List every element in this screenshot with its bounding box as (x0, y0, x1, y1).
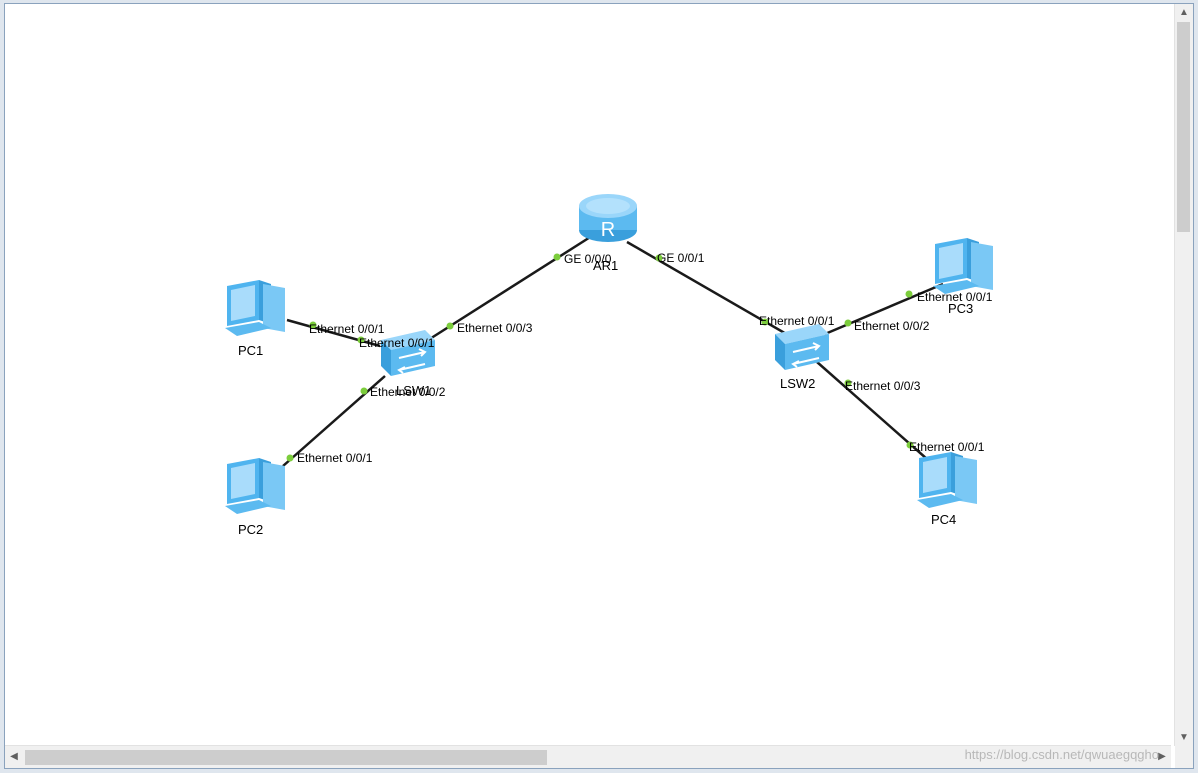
port-label-lsw1-e003: Ethernet 0/0/3 (457, 321, 533, 335)
svg-text:R: R (601, 219, 615, 241)
port-dot (446, 322, 454, 330)
device-label-pc2[interactable]: PC2 (238, 522, 264, 537)
device-label-lsw2[interactable]: LSW2 (780, 376, 816, 391)
device-label-pc4[interactable]: PC4 (931, 512, 957, 527)
port-label-ar1-ge001: GE 0/0/1 (657, 251, 705, 265)
port-label-lsw1-e001: Ethernet 0/0/1 (359, 336, 435, 350)
watermark: https://blog.csdn.net/qwuaegqgho (964, 747, 1159, 762)
horizontal-scroll-thumb[interactable] (25, 750, 547, 765)
scrollbar-corner (1175, 746, 1193, 768)
topology-window: R (4, 3, 1194, 769)
port-dot (309, 321, 317, 329)
port-dot (357, 336, 365, 344)
port-label-lsw2-e002: Ethernet 0/0/2 (854, 319, 930, 333)
vertical-scroll-thumb[interactable] (1177, 22, 1190, 232)
port-label-pc4-eth: Ethernet 0/0/1 (909, 440, 985, 454)
pc-icon[interactable] (219, 276, 289, 340)
device-label-ar1[interactable]: AR1 (593, 258, 619, 273)
scroll-down-icon[interactable]: ▼ (1179, 732, 1189, 743)
port-dot (906, 441, 914, 449)
vertical-scrollbar[interactable]: ▲ ▼ (1174, 4, 1193, 746)
port-dot (360, 387, 368, 395)
port-label-lsw2-e003: Ethernet 0/0/3 (845, 379, 921, 393)
port-dot (844, 319, 852, 327)
topology-canvas[interactable]: R (5, 4, 1171, 746)
port-label-lsw2-e001: Ethernet 0/0/1 (759, 314, 835, 328)
port-dot (553, 253, 561, 261)
port-dot (761, 318, 769, 326)
link-lsw1-pc2[interactable] (282, 375, 386, 467)
port-label-pc3-eth: Ethernet 0/0/1 (917, 290, 993, 304)
router-icon[interactable]: R (575, 190, 641, 248)
pc-icon[interactable] (927, 234, 997, 298)
device-label-pc1[interactable]: PC1 (238, 343, 264, 358)
link-lsw2-pc3[interactable] (824, 282, 944, 336)
pc-icon[interactable] (911, 448, 981, 512)
port-label-pc1-eth: Ethernet 0/0/1 (309, 322, 385, 336)
switch-icon[interactable] (771, 320, 833, 372)
scroll-up-icon[interactable]: ▲ (1179, 7, 1189, 18)
scroll-left-icon[interactable]: ◀ (10, 751, 18, 762)
port-label-pc2-eth: Ethernet 0/0/1 (297, 451, 373, 465)
switch-icon[interactable] (377, 326, 439, 378)
port-dot (286, 454, 294, 462)
pc-icon[interactable] (219, 454, 289, 518)
device-label-lsw1[interactable]: LSW1 (396, 383, 432, 398)
port-dot (655, 254, 663, 262)
horizontal-scrollbar[interactable]: ◀ ▶ (5, 745, 1171, 768)
device-label-pc3[interactable]: PC3 (948, 301, 974, 316)
link-lsw1-ar1[interactable] (424, 232, 596, 344)
scroll-right-icon[interactable]: ▶ (1158, 751, 1166, 762)
port-label-ar1-ge000: GE 0/0/0 (564, 252, 612, 266)
port-dot (844, 379, 852, 387)
port-dot (905, 290, 913, 298)
link-pc1-lsw1[interactable] (286, 318, 381, 348)
links-layer (282, 232, 944, 467)
port-label-lsw1-e002: Ethernet 0/0/2 (370, 385, 446, 399)
